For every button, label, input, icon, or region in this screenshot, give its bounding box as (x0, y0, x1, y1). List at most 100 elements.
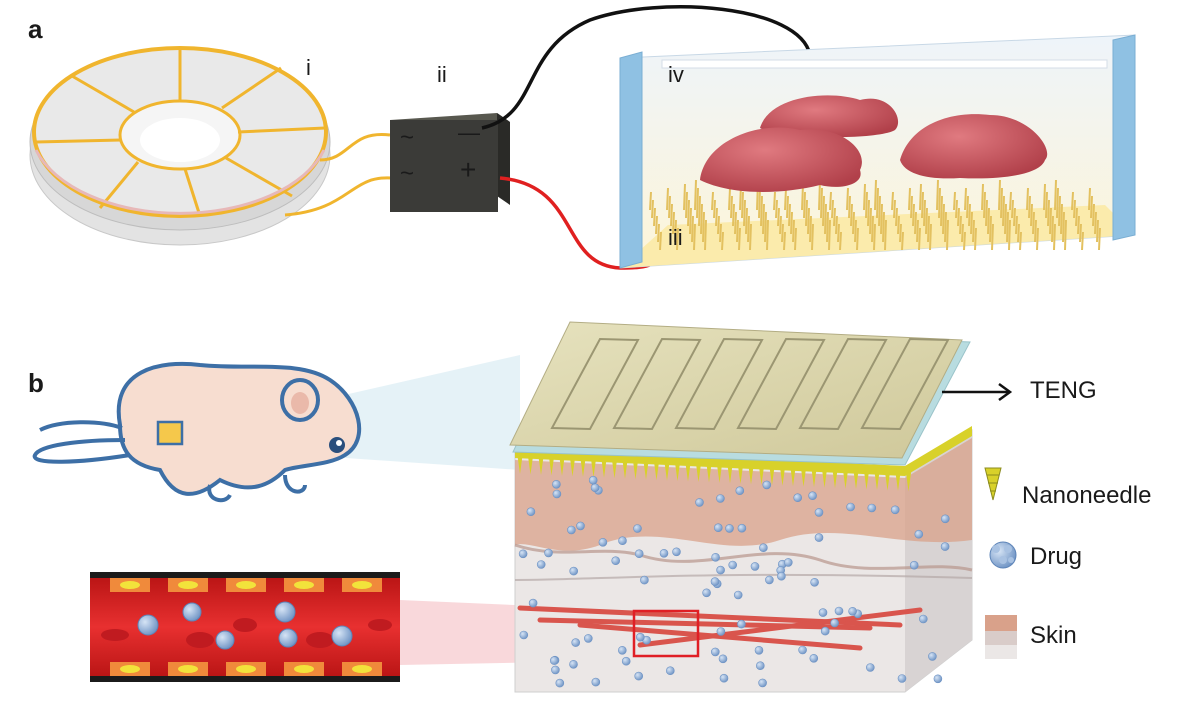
nanoneedle (1032, 211, 1035, 235)
nanoneedle (1049, 207, 1052, 235)
nanoneedle (1002, 195, 1005, 227)
nanoneedle (674, 459, 681, 482)
cell-nucleus (352, 581, 372, 589)
label-iv: iv (668, 62, 684, 87)
nanoneedle (700, 203, 703, 235)
cell (760, 95, 899, 138)
panel-label-a: a (28, 14, 43, 44)
nanoneedle (738, 227, 741, 251)
drug-particle (865, 663, 875, 672)
nanoneedle (925, 207, 928, 235)
drug-particle (278, 628, 298, 648)
nanoneedle (957, 207, 960, 227)
teng-electrode (612, 337, 702, 431)
drug-particle (728, 560, 738, 570)
nanoneedle (968, 203, 971, 227)
drug-particle (621, 656, 631, 666)
nanoneedle (874, 179, 877, 211)
nanoneedle (1094, 211, 1097, 235)
drug-particle (909, 560, 919, 570)
nanoneedle (715, 207, 718, 227)
nanoneedle (748, 462, 754, 485)
nanoneedle (622, 456, 628, 479)
drug-particle (928, 652, 937, 661)
nanoneedle (1030, 203, 1033, 227)
nanoneedle (946, 219, 949, 251)
nanoneedle (916, 219, 919, 243)
nanoneedle (1098, 227, 1101, 251)
drug-particle (914, 529, 924, 539)
nanoneedle (719, 223, 722, 243)
drug-particle (634, 671, 644, 681)
nanoneedle (1062, 211, 1065, 243)
nanoneedle (784, 187, 787, 211)
drug-particle (716, 494, 725, 503)
drug-particle (820, 626, 830, 636)
nanoneedle (1092, 203, 1095, 227)
nanoneedle (822, 195, 825, 227)
rectifier-minus: — (458, 120, 480, 145)
nanoneedle (790, 211, 793, 235)
drug-particle (783, 558, 793, 567)
nanoneedle (905, 469, 912, 492)
drug-particle (571, 638, 581, 647)
nanoneedle (779, 463, 786, 486)
drug-particle (818, 608, 828, 617)
nanoneedle (779, 215, 782, 235)
label-ii: ii (437, 62, 447, 87)
nanoneedle (989, 215, 992, 243)
nanoneedle (517, 452, 523, 474)
drug-particle (555, 678, 565, 688)
drug-particle (588, 475, 598, 485)
nanoneedle (1064, 219, 1067, 251)
nanoneedle (747, 215, 750, 243)
drug-particle (569, 566, 579, 576)
nanoneedle (694, 179, 697, 211)
drug-particle (711, 552, 720, 562)
label-iii: iii (668, 225, 683, 250)
nanoneedle (826, 211, 829, 243)
nanoneedle (831, 199, 834, 219)
drug-particle (528, 598, 538, 608)
nanoneedle (884, 468, 891, 491)
drug-particle (830, 618, 839, 628)
drug-particle (552, 479, 561, 489)
nanoneedle (921, 191, 924, 219)
drug-particle (737, 619, 746, 629)
nanoneedle (580, 454, 586, 477)
nanoneedle-array (649, 179, 1101, 251)
nanoneedle (1015, 215, 1018, 235)
nanoneedle (876, 187, 879, 219)
drug-particle (526, 507, 536, 517)
nanoneedle (1081, 231, 1084, 251)
nanoneedle (670, 203, 673, 227)
nanoneedle (743, 199, 746, 227)
nanoneedle (601, 455, 607, 478)
nanoneedle (706, 460, 712, 483)
cell-nucleus (178, 581, 198, 589)
nanoneedle (668, 195, 671, 219)
drug-particle (777, 571, 786, 581)
drug-particle (834, 606, 844, 616)
nanoneedle (874, 467, 880, 490)
drug-particle (765, 575, 774, 585)
drug-particle (518, 549, 528, 559)
drug-particle (519, 630, 529, 640)
nanoneedle (807, 207, 810, 235)
nanoneedle (775, 199, 778, 219)
drug-particle (665, 666, 675, 676)
nanoneedle (527, 452, 534, 475)
teng-electrode (674, 337, 764, 431)
nanoneedle (713, 199, 716, 219)
drug-particle (618, 536, 627, 546)
nanoneedle (1058, 195, 1061, 227)
drug-particle (591, 677, 601, 687)
drug-particle (897, 674, 907, 683)
nanoneedle (1053, 223, 1056, 251)
nanoneedle (1009, 191, 1012, 211)
nanoneedle (685, 191, 688, 219)
nanoneedle (653, 458, 660, 481)
nanoneedle (1051, 215, 1054, 243)
drug-particle (702, 588, 711, 598)
nanoneedle (884, 219, 887, 251)
